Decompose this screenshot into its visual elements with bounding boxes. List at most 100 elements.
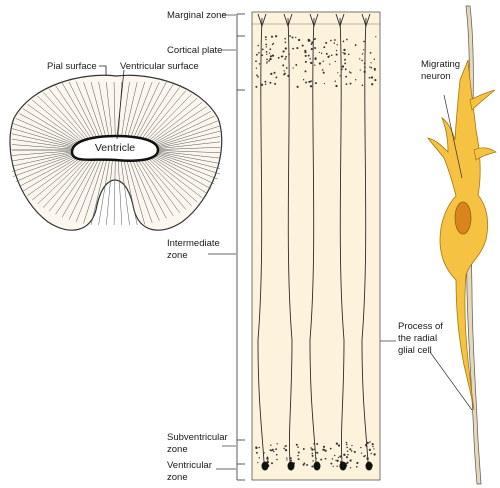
cell-dot — [295, 63, 298, 66]
cell-dot — [370, 76, 374, 79]
cell-dot — [337, 456, 340, 459]
radial-fiber-line — [75, 160, 102, 222]
cell-dot — [292, 67, 294, 69]
cell-dot — [258, 63, 261, 65]
cell-dot — [255, 53, 258, 56]
cell-dot — [257, 76, 259, 78]
radial-fiber-line — [129, 160, 153, 223]
cell-dot — [255, 446, 258, 450]
radial-fiber-line — [129, 81, 153, 140]
cell-dot — [284, 58, 287, 60]
radial-fiber-line — [154, 153, 218, 180]
radial-fiber-line — [120, 81, 130, 140]
cell-dot — [373, 453, 376, 456]
cell-dot — [270, 444, 272, 446]
cell-dot — [369, 441, 371, 443]
cell-dot — [270, 72, 273, 76]
cell-dot — [346, 38, 348, 41]
cell-dot — [342, 51, 344, 54]
cell-dot — [346, 461, 349, 464]
pial-surface-label: Pial surface — [47, 61, 97, 72]
radial-fiber-line — [11, 133, 75, 148]
subventricular-zone-label-2: zone — [167, 444, 188, 455]
radial-fiber-line — [12, 153, 77, 177]
cell-dot — [372, 445, 374, 448]
cell-dot — [285, 55, 288, 58]
cell-dot — [295, 443, 298, 446]
cell-dot — [303, 462, 306, 465]
neuron-nucleus — [454, 201, 472, 235]
migrating-neuron-label-2: neuron — [421, 71, 451, 82]
cell-dot — [301, 44, 304, 47]
cell-dot — [355, 465, 358, 468]
radial-fiber-line — [55, 159, 94, 215]
radial-fiber-line — [75, 81, 102, 140]
radial-fiber-line — [144, 93, 192, 143]
radial-glial-cell-bodies — [261, 461, 373, 471]
radial-fiber-line — [11, 152, 75, 167]
cell-dot — [350, 450, 353, 452]
cell-dot — [274, 82, 277, 85]
migrating-neuron-label-1: Migrating — [421, 59, 460, 70]
cell-dot — [264, 36, 267, 39]
cortical-column — [251, 11, 381, 481]
cell-dot — [304, 60, 307, 63]
cell-dot — [316, 451, 319, 454]
cell-dot — [373, 58, 376, 60]
cell-dot — [330, 462, 333, 465]
cell-dot — [343, 52, 346, 55]
cell-dot — [283, 72, 286, 75]
cell-dot — [256, 74, 258, 77]
cell-dot — [265, 46, 267, 48]
cell-dot — [369, 66, 371, 68]
cell-dot — [263, 452, 265, 454]
cell-dot — [283, 447, 286, 450]
cell-dot — [307, 54, 310, 57]
cell-dot — [360, 446, 362, 449]
column-tissue — [251, 11, 381, 481]
migrating-neuron-pointer — [443, 94, 463, 179]
cell-dot — [271, 44, 273, 46]
radial-glial-fiber — [339, 17, 345, 463]
cell-dot — [305, 81, 308, 84]
radial-fiber-line — [117, 160, 123, 226]
cell-dot — [318, 62, 322, 65]
cell-dot — [284, 448, 288, 452]
radial-fiber-line — [153, 154, 215, 185]
cell-dot — [371, 83, 374, 86]
cell-dot — [269, 57, 272, 61]
cell-dot — [344, 62, 347, 65]
radial-fiber-line — [123, 160, 138, 226]
pial-surface-pointer — [99, 65, 107, 75]
cell-dot — [374, 79, 377, 82]
ventricular-zone-label-1: Ventricular — [167, 460, 212, 471]
radial-fiber-line — [106, 160, 113, 226]
radial-fiber-line — [15, 154, 78, 182]
cell-dot — [258, 446, 260, 449]
ventricular-zone-label-2: zone — [167, 472, 188, 483]
radial-fiber-line — [11, 128, 76, 148]
cell-dot — [297, 38, 301, 42]
cell-dot — [314, 82, 317, 85]
radial-fiber-line — [157, 136, 221, 149]
cell-dot — [345, 83, 348, 85]
radial-fiber-line — [42, 92, 89, 142]
cell-dot — [273, 71, 276, 74]
cell-dot — [311, 448, 314, 451]
radial-fiber-line — [150, 156, 207, 194]
cell-dot — [289, 35, 291, 37]
radial-fiber-line — [32, 156, 85, 201]
radial-fiber-line — [156, 152, 221, 170]
cell-dot — [371, 443, 374, 446]
cell-dot — [269, 55, 272, 58]
cell-dot — [336, 44, 338, 46]
leading-process-branch-2 — [473, 147, 497, 161]
radial-fiber-line — [61, 82, 96, 141]
cell-dot — [339, 75, 341, 77]
pial-endfoot — [335, 13, 345, 28]
cell-dot — [295, 36, 297, 39]
cell-dot — [275, 76, 278, 79]
cell-dot — [333, 42, 336, 44]
cell-dot — [335, 459, 337, 461]
cell-dot — [309, 85, 313, 88]
